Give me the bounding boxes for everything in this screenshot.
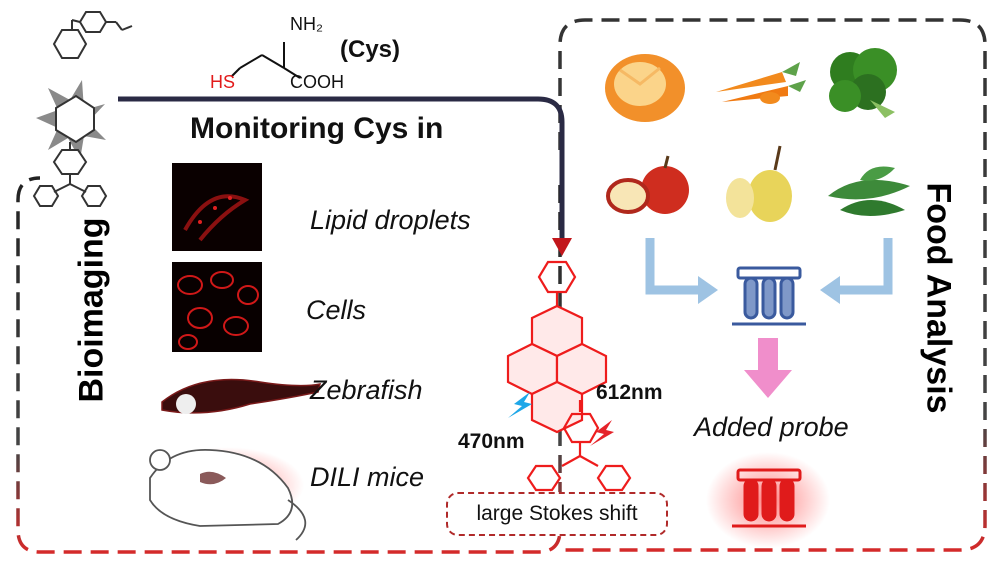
emission-flash-icon (590, 420, 614, 446)
section-title: Monitoring Cys in (190, 112, 444, 145)
cysteine-structure (231, 42, 301, 79)
flow-arrow-left (645, 238, 700, 295)
flow-arrow-right (838, 238, 893, 295)
orange-image (605, 54, 685, 122)
zebrafish-image (161, 378, 322, 414)
starting-probe-structure (32, 11, 133, 207)
food-frame (558, 18, 987, 552)
broccoli-image (829, 48, 897, 118)
bioimaging-label: Bioimaging (72, 217, 111, 403)
test-tubes-red (732, 468, 806, 528)
pear-image (726, 145, 792, 222)
cells-image (172, 262, 262, 352)
added-probe-label: Added probe (694, 412, 849, 442)
dili-mice-label: DILI mice (310, 462, 425, 492)
excitation-flash-icon (508, 392, 532, 418)
cells-label: Cells (306, 295, 367, 325)
test-tubes-blue (732, 266, 806, 326)
lipid-droplets-label: Lipid droplets (310, 205, 471, 235)
food-analysis-label: Food Analysis (919, 182, 958, 414)
cys-acid-label: COOH (290, 72, 344, 92)
cys-label: (Cys) (340, 36, 401, 63)
zebrafish-label: Zebrafish (310, 375, 423, 405)
apple-image (606, 155, 689, 214)
bioimaging-frame (16, 176, 562, 554)
excitation-wavelength: 470nm (458, 430, 525, 453)
flow-arrowhead-left (698, 276, 718, 304)
stokes-shift-box: large Stokes shift (446, 492, 668, 536)
mouse-image (149, 447, 307, 541)
product-probe-structure (506, 260, 632, 492)
emission-wavelength: 612nm (596, 381, 663, 404)
reaction-arrowhead (552, 238, 572, 256)
reaction-arrow (118, 96, 565, 240)
carrot-image (716, 62, 806, 104)
cys-amine-label: NH₂ (290, 14, 323, 34)
lipid-droplet-image (172, 163, 262, 251)
mint-image (828, 166, 910, 216)
flow-arrowhead-right (820, 276, 840, 304)
probe-arrow (744, 338, 792, 398)
cys-thiol-label: HS (210, 72, 236, 92)
